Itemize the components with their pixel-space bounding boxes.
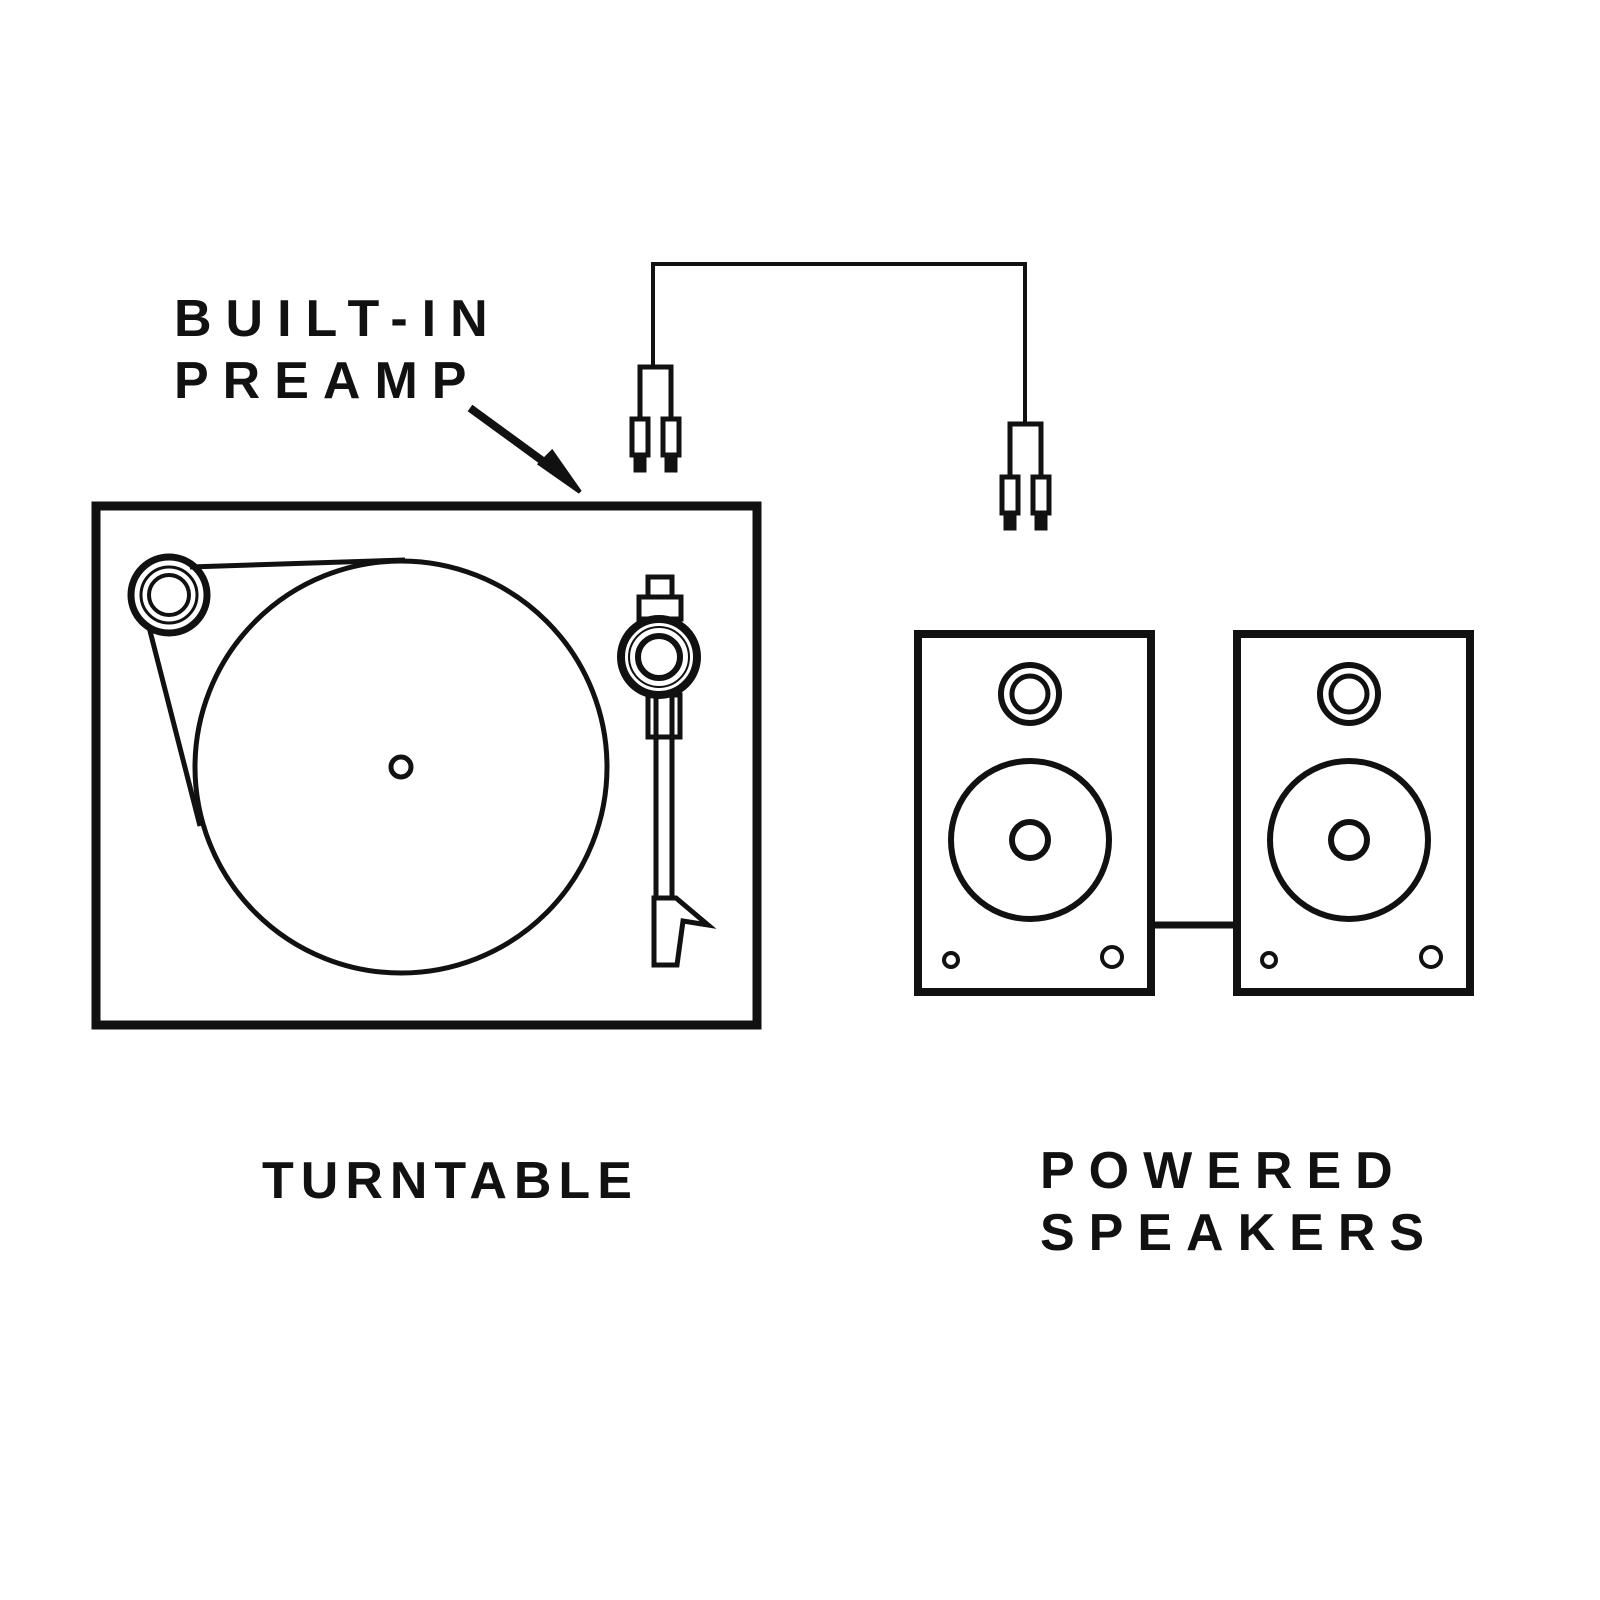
speakers-icon — [914, 630, 1474, 996]
rca-plug-right — [999, 421, 1052, 531]
speakers-label: POWERED SPEAKERS — [1040, 1140, 1438, 1264]
speaker-left — [914, 630, 1155, 996]
preamp-arrow — [467, 404, 582, 494]
rca-cable — [629, 262, 1052, 531]
preamp-label: BUILT-IN PREAMP — [174, 288, 502, 412]
turntable-icon — [91, 501, 762, 1030]
turntable-label: TURNTABLE — [262, 1152, 639, 1210]
speaker-right — [1233, 630, 1474, 996]
speakers-label-line1: POWERED — [1040, 1142, 1407, 1200]
rca-plug-left — [629, 364, 682, 473]
tonearm — [617, 574, 717, 968]
preamp-label-line1: BUILT-IN — [174, 290, 502, 348]
preamp-label-line2: PREAMP — [174, 352, 481, 410]
speakers-label-line2: SPEAKERS — [1040, 1204, 1439, 1262]
